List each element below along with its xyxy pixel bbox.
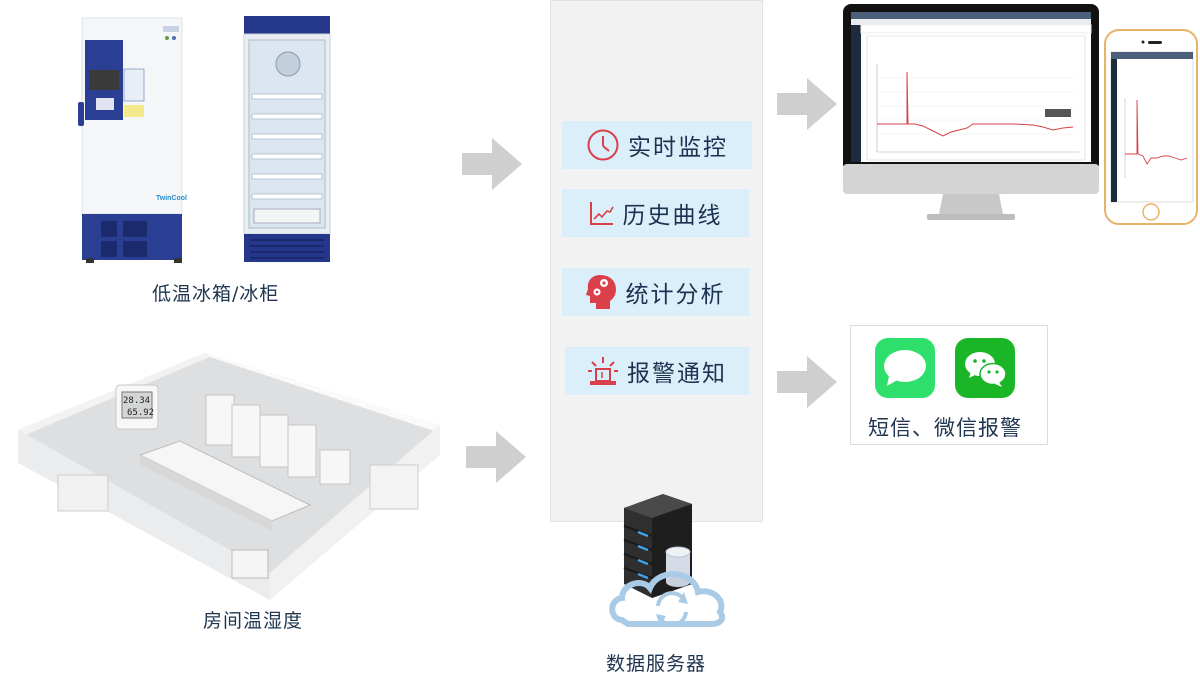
alarm-light-icon	[588, 357, 618, 385]
wechat-icon[interactable]	[955, 338, 1015, 398]
feature-realtime-monitoring[interactable]: 实时监控	[562, 121, 752, 169]
clock-icon	[587, 129, 619, 161]
server-caption: 数据服务器	[606, 653, 707, 675]
desktop-monitor-illustration	[843, 4, 1099, 222]
sensor-humidity: 65.92	[127, 408, 154, 418]
feature-alarm-notification[interactable]: 报警通知	[565, 347, 749, 395]
data-server-illustration	[608, 488, 738, 638]
arrow-right-icon	[462, 138, 522, 190]
smartphone-illustration	[1103, 28, 1199, 226]
feature-statistics[interactable]: 统计分析	[562, 268, 749, 316]
sensor-temp: 28.34	[123, 396, 150, 406]
room-caption: 房间温湿度	[203, 610, 304, 632]
alert-caption: 短信、微信报警	[868, 416, 1022, 440]
head-gears-icon	[585, 275, 616, 309]
feature-label: 实时监控	[628, 135, 728, 161]
fridge-caption: 低温冰箱/冰柜	[152, 283, 280, 305]
arrow-right-icon	[466, 431, 526, 483]
feature-label: 历史曲线	[622, 203, 723, 229]
feature-history-curve[interactable]: 历史曲线	[562, 189, 749, 237]
message-bubble-icon[interactable]	[875, 338, 935, 398]
trend-chart-icon	[589, 202, 614, 225]
feature-label: 报警通知	[627, 361, 727, 387]
arrow-right-icon	[777, 356, 837, 408]
pharmacy-fridge-image	[240, 14, 334, 264]
ultra-low-freezer-image: TwinCool	[78, 14, 188, 264]
arrow-right-icon	[777, 78, 837, 130]
platform-panel: 实时监控 历史曲线 统计分析 报警通知	[550, 0, 763, 522]
alert-channels-box: 短信、微信报警	[850, 325, 1048, 445]
feature-label: 统计分析	[625, 282, 726, 308]
room-illustration: 28.34 65.92	[10, 345, 440, 600]
brand-mark: TwinCool	[156, 195, 187, 202]
